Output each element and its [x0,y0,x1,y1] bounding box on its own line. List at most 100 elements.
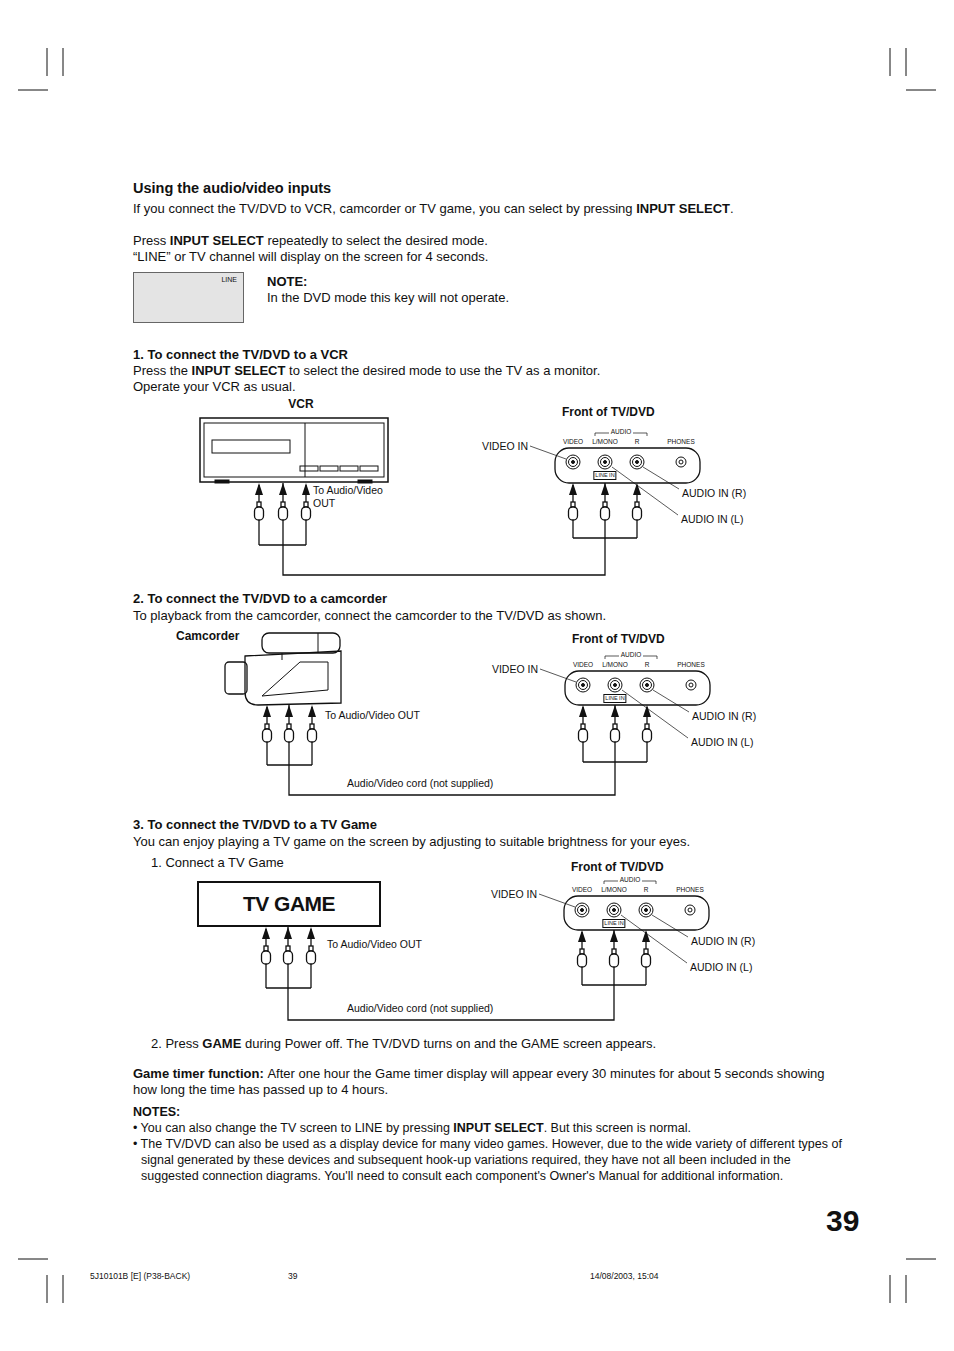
rca-jack-pin [581,909,584,912]
plug-tip [309,946,313,951]
text-run: L/MONO [602,661,628,668]
jack-panel-drawing [530,433,700,515]
vcr-button [360,466,378,471]
rca-jack [575,903,589,917]
text-run: LINE IN [605,695,624,701]
note-bullet: • You can also change the TV screen to L… [133,1120,691,1136]
rca-jack-ring [601,458,610,467]
jack-label: L/MONO [601,886,627,894]
jack-group-label: AUDIO [611,428,632,436]
camcorder-eyepiece [225,662,247,694]
av-cord [289,705,615,795]
arrow-head [642,930,650,942]
tv-game-box: TV GAME [197,881,381,927]
text-run: 5J10101B [E] (P38-BACK) [90,1271,190,1281]
jack-label: LINE IN [603,694,626,703]
rca-jack [608,678,622,692]
text-run: 1. To connect the TV/DVD to a VCR [133,347,348,362]
cord-label: Audio/Video cord (not supplied) [345,1002,495,1015]
arrow-head [263,705,271,717]
jack-label: R [635,438,640,446]
text-run: To Audio/Video OUT [325,709,420,721]
crop-mark [890,48,891,76]
plug-body [633,507,642,520]
cable-label: To Audio/Video OUT [325,709,420,722]
text-run: AUDIO [611,428,632,435]
phones-jack-hole [688,908,692,912]
text-run: L/MONO [601,886,627,893]
text-run: repeatedly to select the desired mode. [267,233,487,248]
body-text: 1. Connect a TV Game [151,855,284,871]
step-heading: 2. To connect the TV/DVD to a camcorder [133,591,387,607]
arrow-head [569,483,577,495]
body-text: Press theINPUT SELECTto select the desir… [133,363,600,379]
text-run: AUDIO IN (L) [690,961,752,973]
text-run: Using the audio/video inputs [133,180,331,196]
plug-body [610,954,619,967]
text-run: INPUT SELECT [170,233,264,248]
jack-callout: AUDIO IN (L) [681,513,743,526]
text-run: You can enjoy playing a TV game on the s… [133,834,690,849]
panel-outline [555,448,700,483]
plug-body [569,507,578,520]
rca-jack-ring [611,681,620,690]
cable-bracket [573,537,637,538]
body-text: “LINE” or TV channel will display on the… [133,249,488,265]
text-run: • You can also change the TV screen to L… [133,1121,450,1135]
text-run: during Power off. The TV/DVD turns on an… [245,1036,656,1051]
text-run: NOTES: [133,1105,180,1119]
arrow-head [308,705,316,717]
vcr-foot [358,480,372,483]
phones-jack [676,457,686,467]
jack-callout: VIDEO IN [482,440,528,453]
cable-end [569,483,642,538]
screen-box: LINE [133,272,244,323]
text-run: 2. To connect the TV/DVD to a camcorder [133,591,387,606]
text-run: “LINE” or TV channel will display on the… [133,249,488,264]
plug-tip [286,946,290,951]
text-run: INPUT SELECT [192,363,286,378]
rca-jack-pin [613,909,616,912]
footer-text: 14/08/2003, 15:04 [590,1271,659,1282]
rca-jack-pin [572,461,575,464]
plug-tip [281,502,285,507]
vcr-divider [305,423,306,477]
arrow-head [302,483,310,495]
text-run: 1. Connect a TV Game [151,855,284,870]
text-run: AUDIO IN (L) [681,513,743,525]
camcorder-detail [282,653,283,660]
arrow-head [633,483,641,495]
leader-line [540,669,576,682]
section-heading: Using the audio/video inputs [133,180,331,196]
body-text: Press INPUT SELECTrepeatedly to select th… [133,233,488,249]
text-run: Press the [133,363,188,378]
text-run: AUDIO IN (L) [691,736,753,748]
text-run: 3. To connect the TV/DVD to a TV Game [133,817,377,832]
jack-panel: Front of TV/DVD [564,860,723,930]
crop-mark [906,1259,936,1260]
arrow-head [307,927,315,939]
text-run: Press [133,233,166,248]
cable-bracket [259,544,306,545]
text-run: . [730,201,734,216]
jack-callout: VIDEO IN [492,663,538,676]
node-text: Front of TV/DVD [565,632,724,647]
crop-mark [906,90,936,91]
node-text: VCR [200,397,402,412]
crop-mark [18,90,48,91]
plug-body [307,951,316,964]
text-run: To playback from the camcorder, connect … [133,608,606,623]
body-text: Game timer function:After one hour the G… [133,1066,848,1098]
rca-jack-ring [610,906,619,915]
plug-body [285,729,294,742]
rca-jack-pin [646,684,649,687]
plug-body [284,951,293,964]
phones-jack [685,905,695,915]
step-heading: 3. To connect the TV/DVD to a TV Game [133,817,377,833]
text-run: R [645,661,650,668]
plug-body [279,507,288,520]
rca-jack-ring [633,458,642,467]
jack-callout: AUDIO IN (L) [690,961,752,974]
